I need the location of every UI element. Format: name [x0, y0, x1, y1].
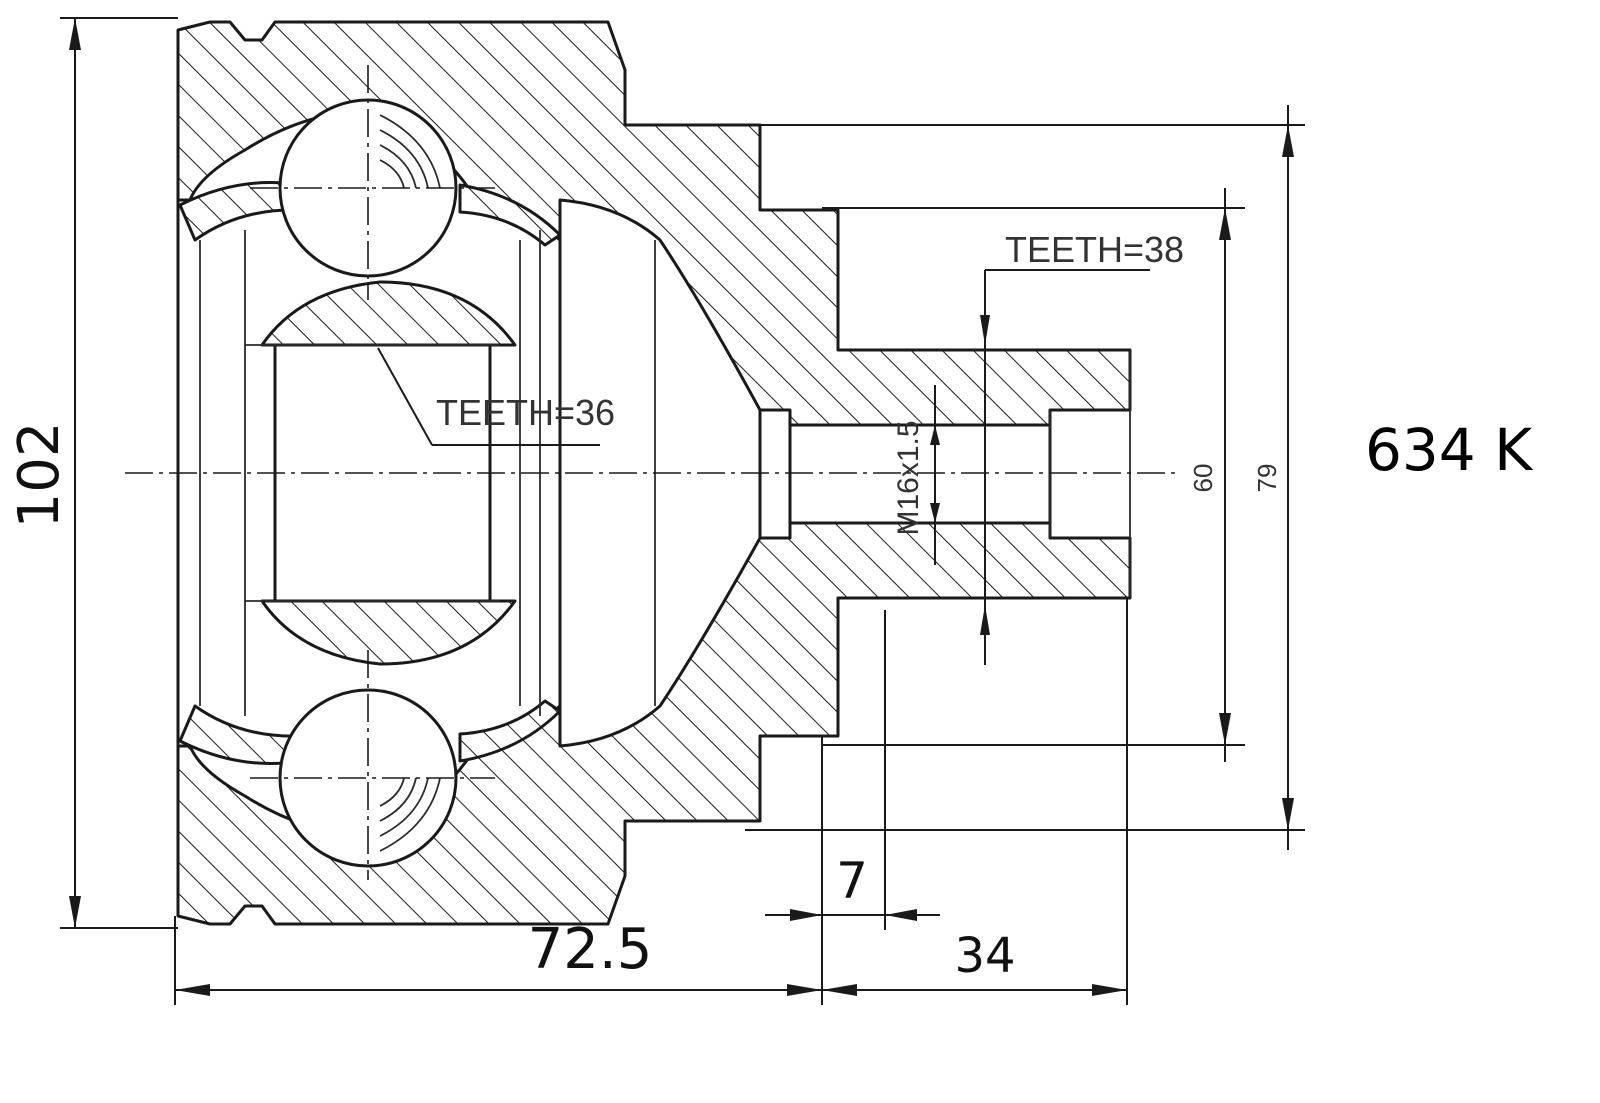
- dim-stub-length: [822, 598, 1128, 1005]
- dim-stub-diameter-label: 60: [1188, 464, 1218, 493]
- inner-teeth-label: TEETH=36: [436, 392, 615, 433]
- dim-stub-length-label: 34: [954, 928, 1015, 984]
- dim-overall-diameter-label: 102: [7, 422, 72, 529]
- dim-outer-diameter-label: 79: [1252, 464, 1282, 493]
- dim-stub-offset: [765, 610, 940, 930]
- dim-overall-diameter: [60, 17, 178, 929]
- inner-teeth-leader: [377, 347, 600, 446]
- ball-lower: [278, 688, 458, 868]
- dim-thread: [930, 385, 940, 565]
- dim-body-length-label: 72.5: [528, 917, 653, 982]
- dim-stub-diameter: [822, 188, 1245, 762]
- part-code: 634 K: [1365, 416, 1534, 484]
- outer-teeth-leader: [980, 269, 1150, 665]
- outer-teeth-label: TEETH=38: [1005, 229, 1184, 270]
- dim-outer-diameter: [745, 105, 1305, 850]
- dim-body-length: [174, 736, 823, 1005]
- stub-bore: [758, 350, 1131, 598]
- thread-label: M16x1.5: [892, 420, 925, 535]
- dim-stub-offset-label: 7: [836, 852, 868, 910]
- center-lines: [125, 65, 1175, 880]
